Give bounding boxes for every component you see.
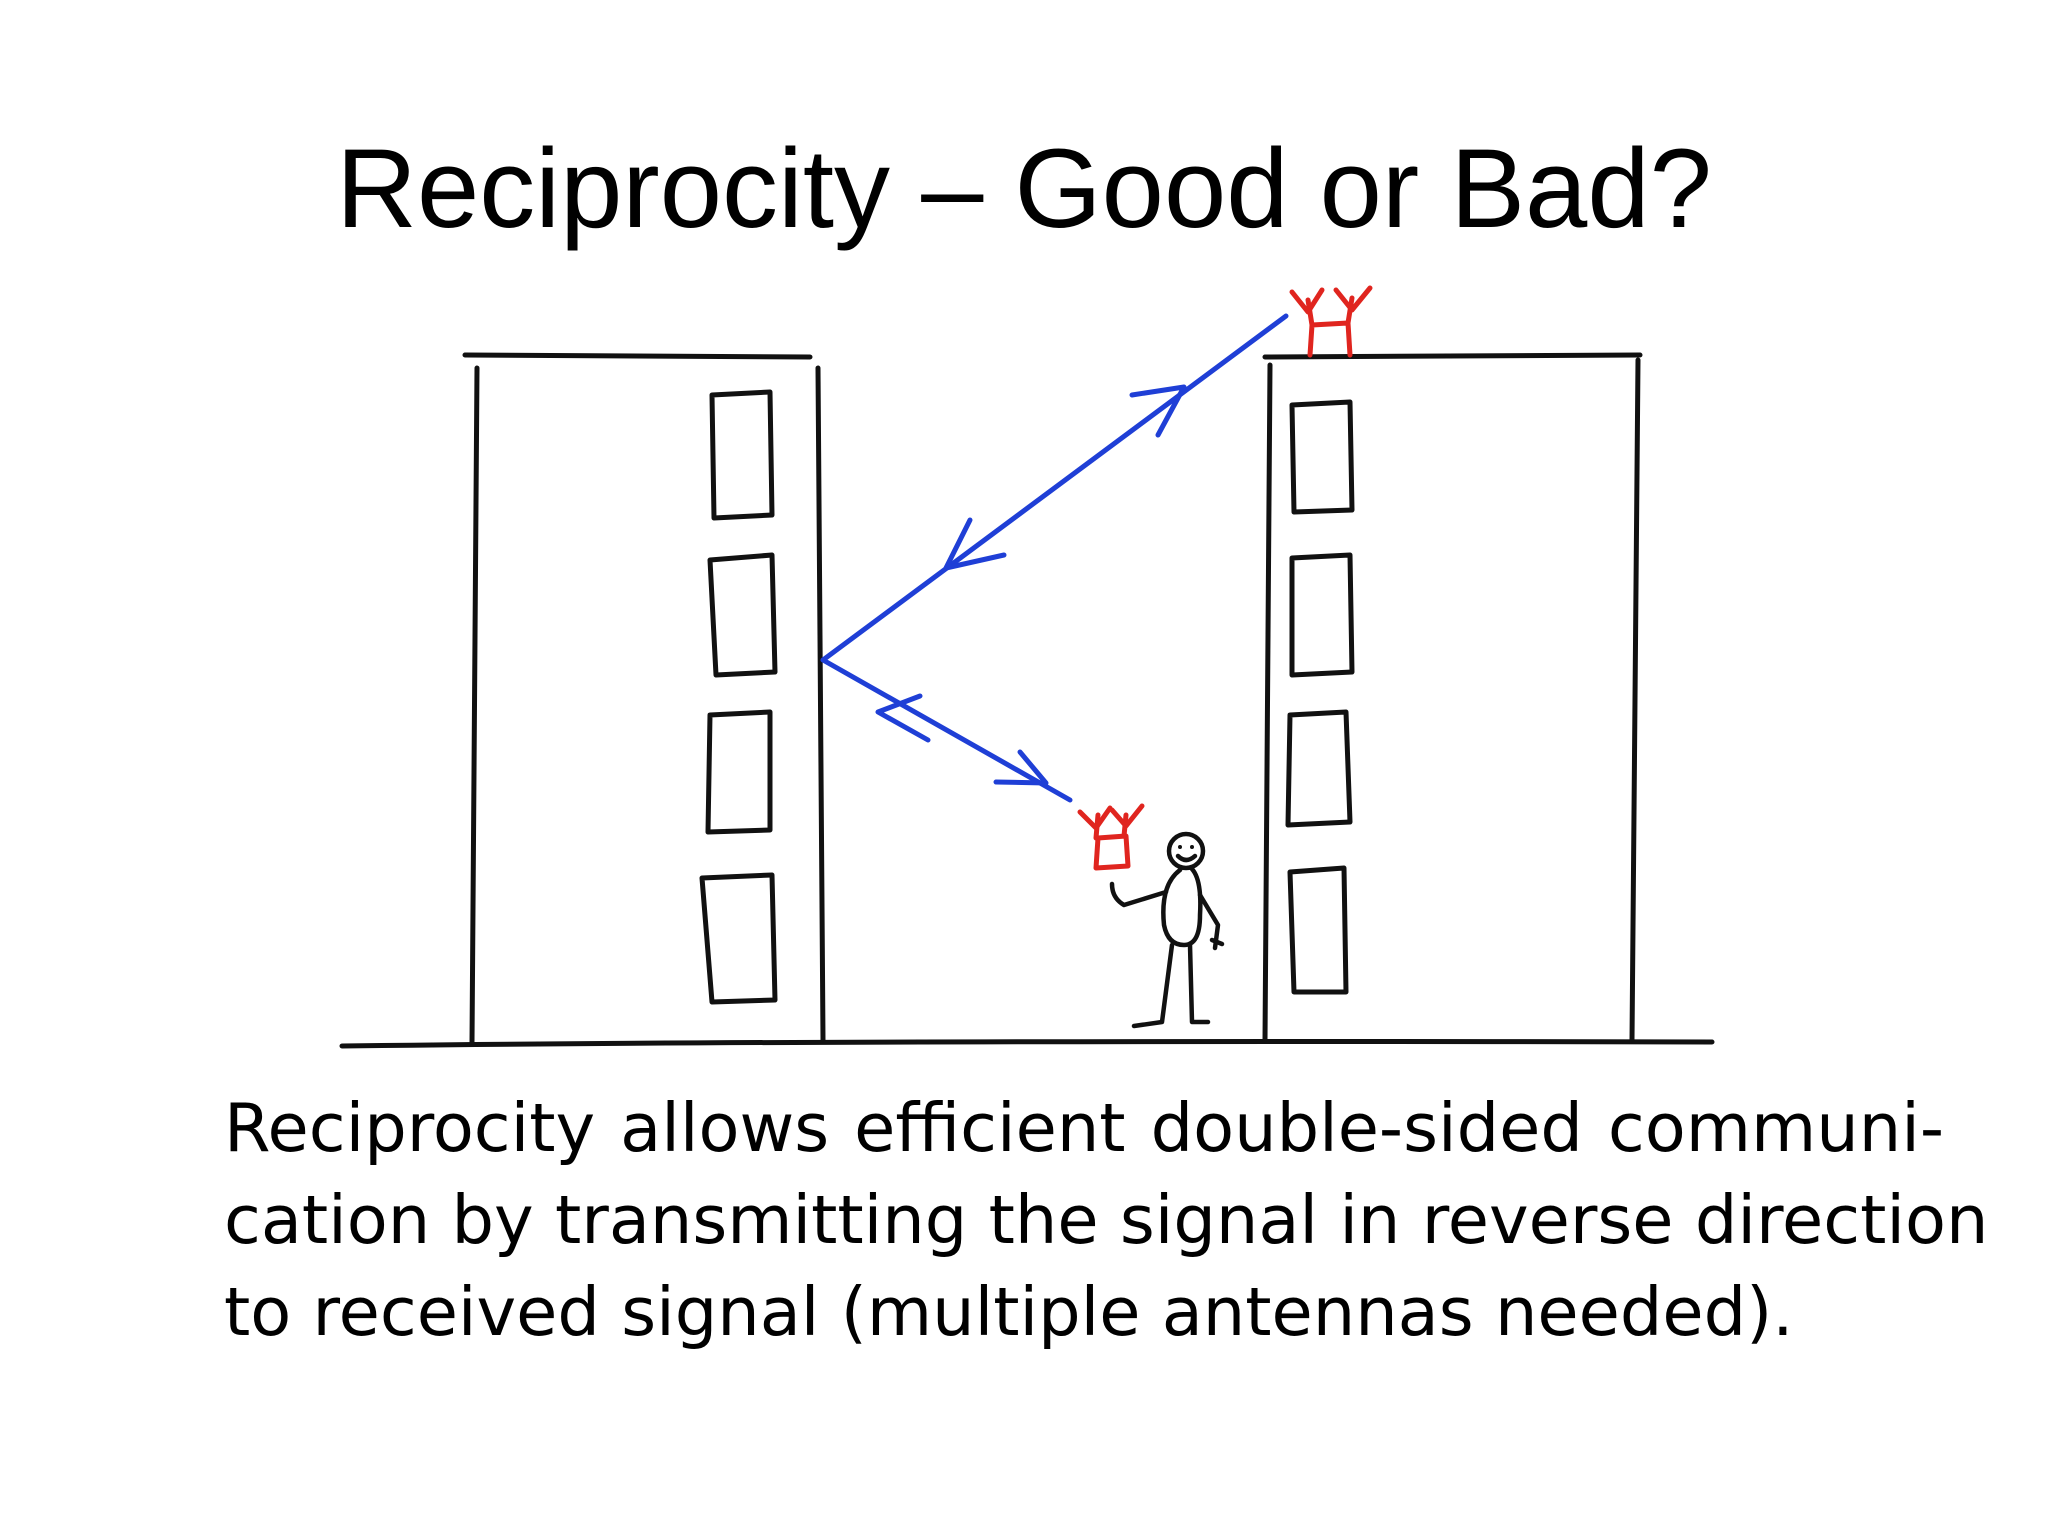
signal-path bbox=[820, 313, 1289, 803]
caption-line: cation by transmitting the signal in rev… bbox=[224, 1181, 1989, 1259]
person bbox=[1109, 831, 1225, 1029]
caption: Reciprocity allows efficient double-side… bbox=[224, 1082, 1989, 1358]
left-building bbox=[462, 352, 826, 1045]
ground-line bbox=[339, 1039, 1715, 1049]
window bbox=[1285, 709, 1353, 828]
window bbox=[1289, 399, 1355, 515]
window bbox=[705, 709, 773, 835]
window bbox=[1287, 865, 1349, 995]
handheld-antenna bbox=[1077, 803, 1145, 871]
window bbox=[699, 872, 778, 1005]
caption-line: Reciprocity allows efficient double-side… bbox=[224, 1089, 1944, 1167]
rooftop-antenna bbox=[1289, 285, 1373, 358]
slide-title: Reciprocity – Good or Bad? bbox=[336, 126, 1712, 251]
window bbox=[709, 389, 775, 521]
window bbox=[707, 552, 778, 678]
window bbox=[1289, 552, 1355, 678]
right-building bbox=[1262, 352, 1643, 1043]
caption-line: to received signal (multiple antennas ne… bbox=[224, 1273, 1794, 1351]
